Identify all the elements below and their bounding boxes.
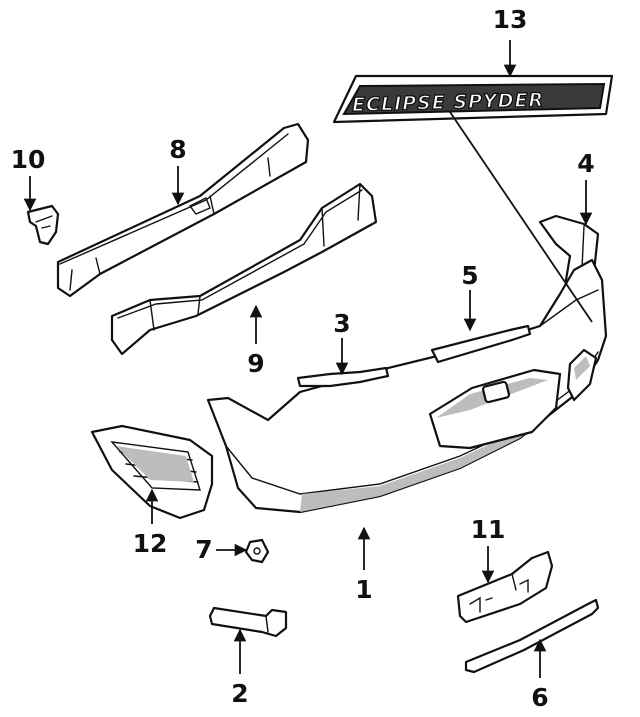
part-9-reinforcement bbox=[110, 182, 378, 356]
part-8-absorber bbox=[56, 122, 310, 298]
part-6-molding bbox=[464, 598, 600, 674]
part-5-molding bbox=[430, 324, 532, 364]
part-12-grille bbox=[90, 424, 214, 520]
bracket-marks bbox=[469, 578, 529, 613]
leader-lines bbox=[23, 40, 593, 678]
callout-10: 10 bbox=[11, 145, 46, 174]
side-opening bbox=[566, 348, 598, 402]
reinforcement-body bbox=[110, 182, 378, 356]
bumper-top-crease bbox=[539, 289, 599, 327]
absorber-notch bbox=[188, 197, 211, 215]
part-2-brace bbox=[208, 606, 288, 638]
bumper-lower-shade bbox=[300, 404, 560, 512]
bracket-plate bbox=[456, 550, 554, 624]
callout-7: 7 bbox=[195, 535, 212, 564]
callout-4: 4 bbox=[577, 149, 594, 178]
callout-11: 11 bbox=[471, 515, 506, 544]
brace-body bbox=[208, 606, 288, 638]
bracket-fold bbox=[511, 573, 517, 591]
clip-detail bbox=[35, 215, 53, 229]
part-1-bumper-cover bbox=[206, 258, 608, 514]
molding-5-body bbox=[430, 324, 532, 364]
leader-13-emblem-line bbox=[449, 111, 593, 323]
clip-body bbox=[26, 204, 60, 246]
reinforcement-edges bbox=[117, 183, 363, 331]
callout-2: 2 bbox=[231, 679, 248, 708]
molding-6-body bbox=[464, 598, 600, 674]
emblem-backing bbox=[342, 82, 606, 116]
callout-8: 8 bbox=[169, 135, 186, 164]
license-lamp bbox=[481, 380, 511, 404]
part-7-nut bbox=[244, 538, 270, 564]
callout-1: 1 bbox=[355, 575, 372, 604]
absorber-ridges bbox=[59, 133, 289, 291]
side-opening-shade bbox=[574, 356, 590, 380]
nut-body bbox=[244, 538, 270, 564]
callout-9: 9 bbox=[247, 349, 264, 378]
callout-labels: 13 10 8 4 5 3 9 12 7 1 11 2 6 bbox=[11, 5, 595, 712]
grille-shade bbox=[116, 446, 194, 482]
callout-12: 12 bbox=[133, 529, 168, 558]
callout-13: 13 bbox=[493, 5, 528, 34]
callout-3: 3 bbox=[333, 309, 350, 338]
brace-fold bbox=[265, 615, 269, 633]
part-13-emblem: ECLIPSE SPYDER bbox=[332, 74, 614, 124]
callout-5: 5 bbox=[461, 261, 478, 290]
part-11-license-bracket bbox=[456, 550, 554, 624]
license-recess bbox=[428, 368, 562, 450]
bumper-lower-crease bbox=[225, 351, 599, 495]
part-10-clip bbox=[26, 204, 60, 246]
nut-hole bbox=[253, 547, 261, 555]
callout-6: 6 bbox=[531, 683, 548, 712]
